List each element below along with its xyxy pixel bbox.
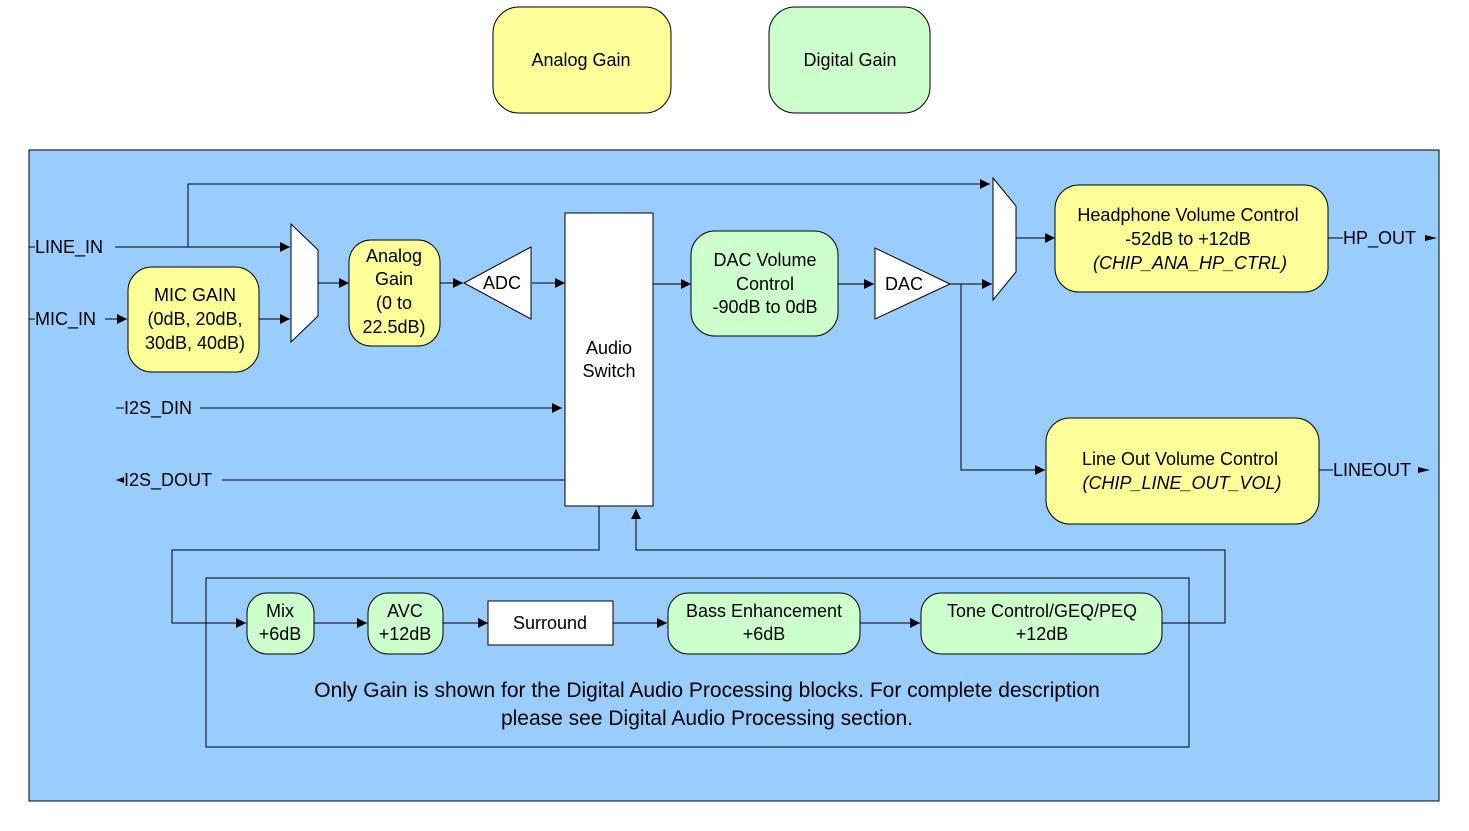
- lineout-volume-line-2: (CHIP_LINE_OUT_VOL): [1082, 473, 1281, 493]
- i2s-dout-arrow-icon: [116, 477, 124, 483]
- legend-digital-label: Digital Gain: [803, 50, 896, 70]
- signal-hp-out: HP_OUT: [1343, 228, 1416, 249]
- signal-wires: [105, 179, 1343, 628]
- dac-volume-line-2: Control: [736, 274, 794, 294]
- audio-switch-line-2: Switch: [582, 361, 635, 381]
- lineout-volume-block: Line Out Volume Control (CHIP_LINE_OUT_V…: [1045, 417, 1320, 525]
- analog-gain-line-3: (0 to: [376, 293, 412, 313]
- legend-analog-label: Analog Gain: [531, 50, 630, 70]
- analog-gain-line-4: 22.5dB): [362, 317, 425, 337]
- tone-line-1: Tone Control/GEQ/PEQ: [947, 601, 1137, 621]
- tone-line-2: +12dB: [1016, 624, 1069, 644]
- lineout-volume-line-1: Line Out Volume Control: [1082, 449, 1278, 469]
- legend-analog-gain: Analog Gain: [492, 6, 672, 114]
- note-line-1: Only Gain is shown for the Digital Audio…: [314, 679, 1100, 702]
- signal-line-in: LINE_IN: [35, 237, 103, 258]
- adc-label: ADC: [483, 273, 521, 293]
- adc-block: ADC: [462, 246, 532, 320]
- mix-line-1: Mix: [266, 601, 294, 621]
- input-mux: [290, 222, 319, 344]
- dac-volume-block: DAC Volume Control -90dB to 0dB: [690, 230, 839, 337]
- signal-i2s-dout: I2S_DOUT: [124, 470, 212, 491]
- mix-block: Mix +6dB: [246, 592, 315, 655]
- surround-label: Surround: [513, 613, 587, 633]
- hp-mux: [992, 176, 1017, 302]
- lineout-arrow-icon: [1418, 467, 1430, 473]
- analog-gain-block: Analog Gain (0 to 22.5dB): [348, 239, 441, 347]
- dac-volume-line-1: DAC Volume: [713, 250, 816, 270]
- mix-line-2: +6dB: [259, 624, 302, 644]
- bass-line-2: +6dB: [743, 624, 786, 644]
- hp-volume-line-3: (CHIP_ANA_HP_CTRL): [1093, 253, 1287, 273]
- audio-switch-block: Audio Switch: [564, 212, 654, 507]
- signal-lineout: LINEOUT: [1333, 460, 1411, 480]
- dac-block: DAC: [874, 247, 952, 320]
- analog-gain-line-2: Gain: [375, 269, 413, 289]
- analog-gain-line-1: Analog: [366, 246, 422, 266]
- mic-gain-line-1: MIC GAIN: [154, 285, 236, 305]
- dap-frame: [205, 577, 1190, 748]
- signal-mic-in: MIC_IN: [35, 309, 96, 330]
- mic-gain-line-3: 30dB, 40dB): [145, 333, 245, 353]
- mic-gain-block: MIC GAIN (0dB, 20dB, 30dB, 40dB): [127, 266, 260, 373]
- audio-switch-line-1: Audio: [586, 338, 632, 358]
- mic-gain-line-2: (0dB, 20dB,: [147, 309, 242, 329]
- signal-i2s-din: I2S_DIN: [124, 398, 192, 419]
- hp-volume-block: Headphone Volume Control -52dB to +12dB …: [1054, 184, 1329, 293]
- surround-block: Surround: [487, 600, 614, 646]
- legend-digital-gain: Digital Gain: [768, 6, 931, 114]
- hp-volume-line-2: -52dB to +12dB: [1125, 229, 1251, 249]
- tone-control-block: Tone Control/GEQ/PEQ +12dB: [920, 592, 1163, 655]
- bass-line-1: Bass Enhancement: [686, 601, 842, 621]
- avc-block: AVC +12dB: [367, 592, 444, 655]
- avc-line-2: +12dB: [379, 624, 432, 644]
- dac-label: DAC: [885, 274, 923, 294]
- note-line-2: please see Digital Audio Processing sect…: [501, 707, 913, 730]
- bass-enhancement-block: Bass Enhancement +6dB: [667, 592, 861, 655]
- hp-out-arrow-icon: [1425, 235, 1437, 241]
- dac-volume-line-3: -90dB to 0dB: [712, 297, 817, 317]
- hp-volume-line-1: Headphone Volume Control: [1077, 205, 1298, 225]
- avc-line-1: AVC: [387, 601, 423, 621]
